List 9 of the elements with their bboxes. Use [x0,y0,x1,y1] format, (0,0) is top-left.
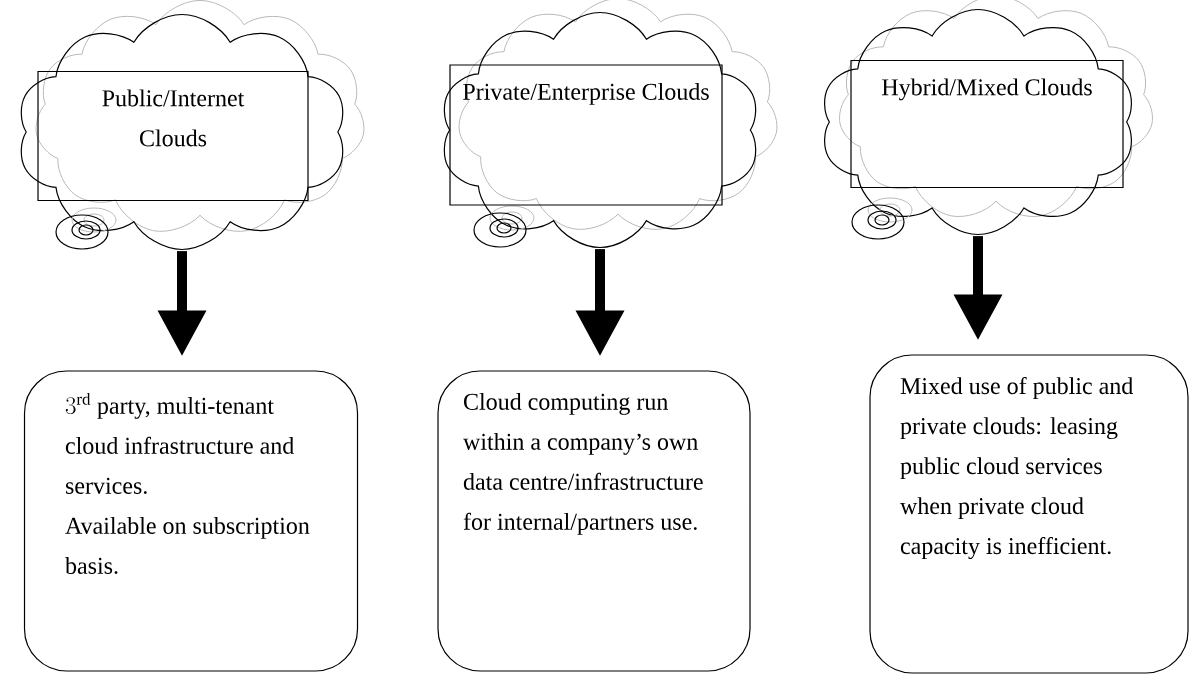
label-box: Private/Enterprise Clouds [449,64,723,206]
cloud-drawing [20,0,365,251]
description-box: $3^{\mathrm{rd}}$ party, multi-tenant cloud infrastructure and services. Available on subscription basis. [23,370,359,672]
description-box: Cloud computing run within a company’s own data centre/infrastructure for internal/partners use. [437,370,751,672]
label-box: Hybrid/Mixed Clouds [850,59,1124,189]
description-box: Mixed use of public and private clouds: leasing public cloud services when private cloud capacity is inefficient. [869,354,1189,674]
cloud-drawing [824,0,1153,240]
label-box: Public/Internet Clouds [37,70,309,202]
cloud-drawing [443,0,778,249]
